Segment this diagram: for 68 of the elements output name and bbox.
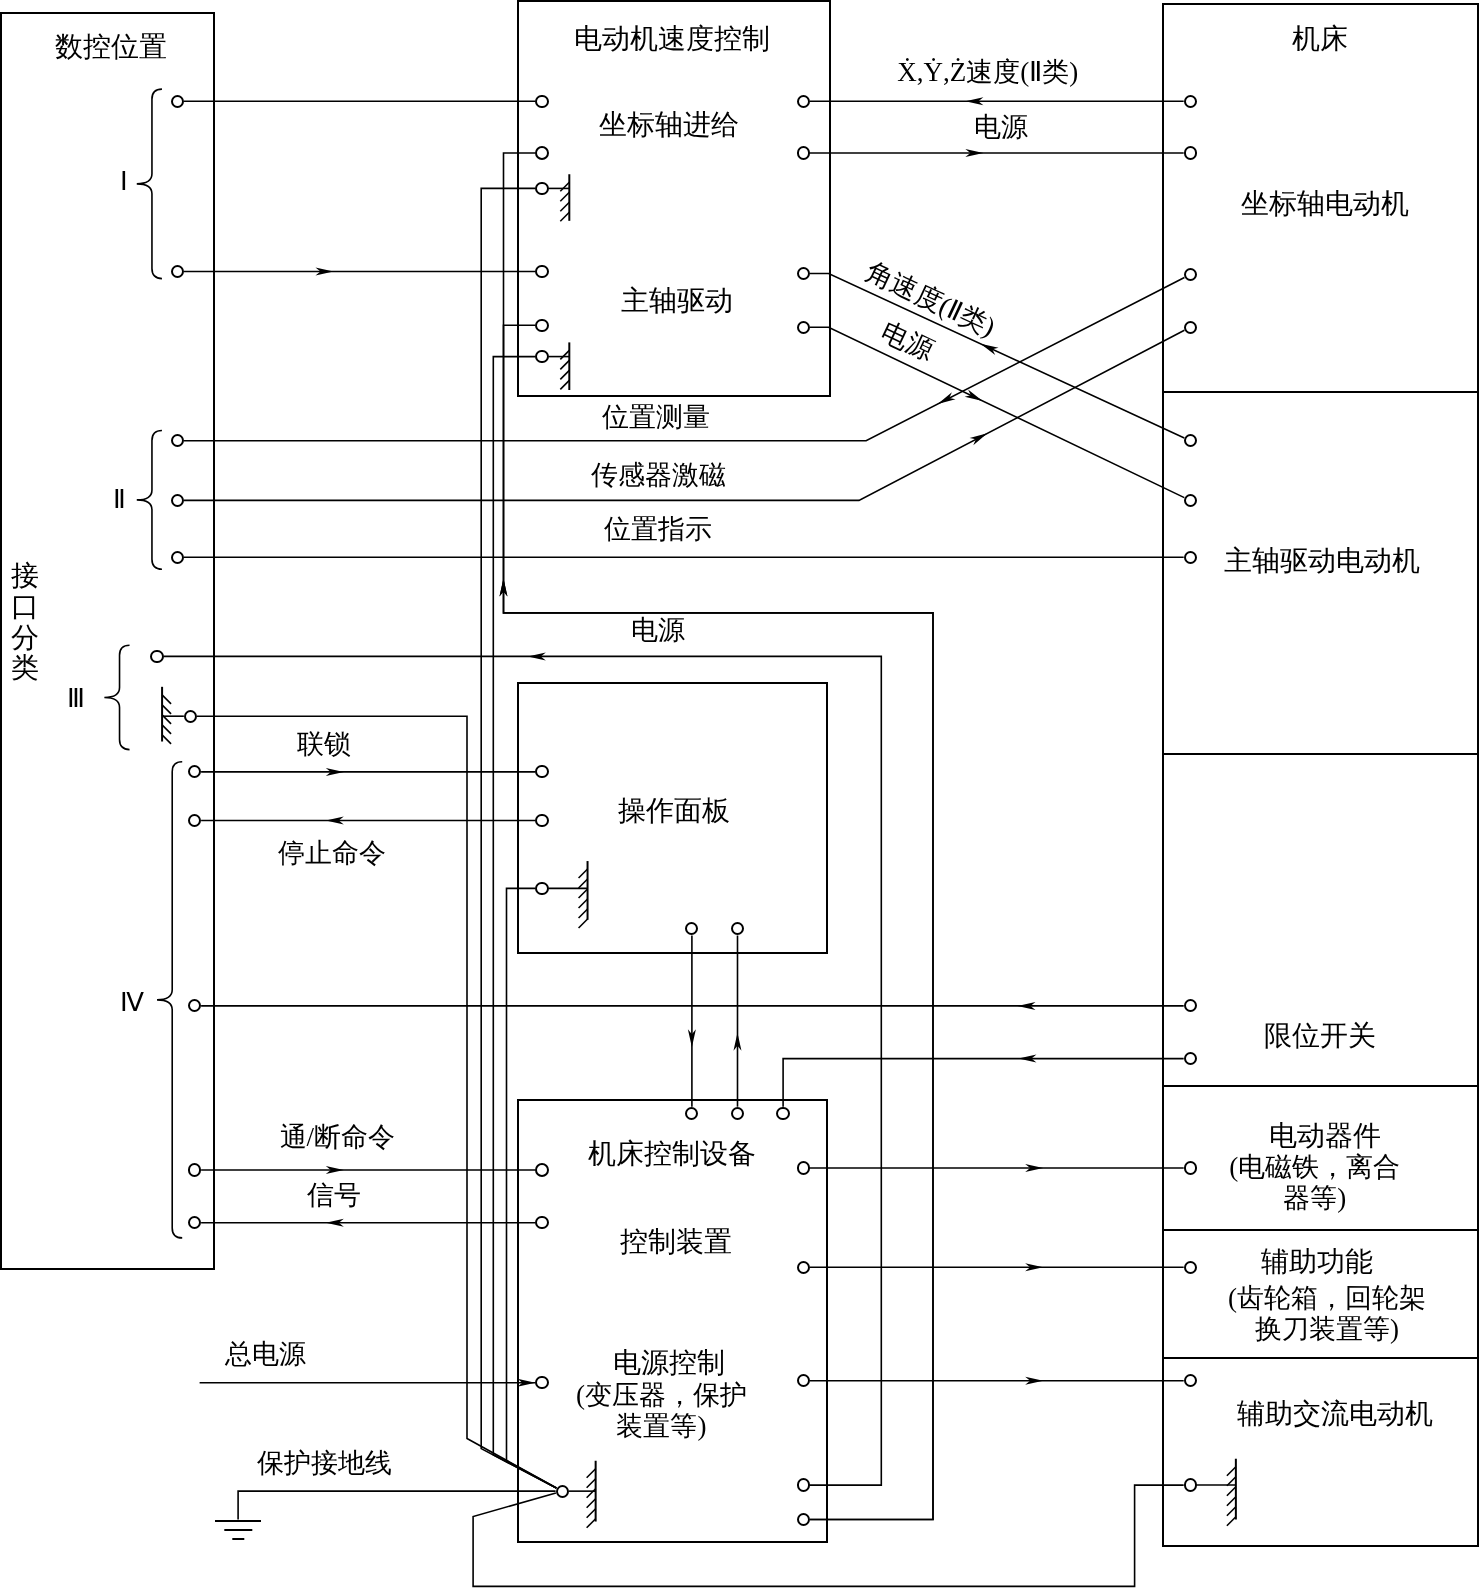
edge-label: 通/断命令: [279, 1120, 396, 1154]
edge-label: 停止命令: [278, 837, 387, 871]
edge-label: 电源: [631, 614, 686, 648]
group-numeral: Ⅱ: [113, 484, 127, 517]
earth-ground-symbol: [214, 1519, 262, 1542]
node-label: 电源控制: [612, 1346, 725, 1380]
group-numeral: Ⅲ: [66, 682, 85, 715]
connector-line: [472, 1484, 1185, 1588]
component-box: [0, 12, 215, 1271]
node-label: 机床控制设备: [587, 1136, 756, 1171]
arrow: [809, 148, 1185, 157]
arrow: [687, 934, 696, 1108]
node-label: 电动机速度控制: [573, 22, 770, 56]
component-box: [516, 1099, 828, 1543]
connector-line: [492, 355, 558, 1489]
edge-label: 电源: [875, 315, 939, 369]
edge-label: 联锁: [297, 727, 352, 761]
arrow: [198, 1378, 537, 1387]
node-label: 电动器件: [1269, 1118, 1381, 1153]
arrow: [809, 1164, 1185, 1172]
node-label: 机床: [1291, 22, 1348, 56]
component-box: [1161, 3, 1479, 1547]
arrow: [733, 934, 742, 1108]
node-label: 坐标轴电动机: [1241, 186, 1409, 221]
arrow: [809, 1376, 1185, 1385]
edge-label: Ẋ,Ẏ,Ż速度(Ⅱ类): [897, 56, 1079, 90]
edge-label: 位置指示: [604, 512, 713, 546]
group-numeral: Ⅳ: [119, 986, 144, 1019]
component-box: [516, 0, 831, 398]
edge-label: 电源: [973, 110, 1028, 144]
edge-label: 传感器激磁: [590, 459, 726, 493]
arrow: [162, 652, 883, 1486]
arrow: [200, 1001, 1185, 1010]
node-label: 辅助功能: [1260, 1244, 1373, 1279]
node-label: 坐标轴进给: [598, 107, 739, 142]
node-label: (电磁铁，离合器等): [1228, 1152, 1401, 1215]
connector-line: [183, 556, 1185, 558]
node-label: (齿轮箱，回轮架换刀装置等): [1227, 1282, 1427, 1345]
node-label: 主轴驱动电动机: [1223, 543, 1420, 578]
arrow: [183, 276, 1186, 442]
arrow: [200, 1166, 537, 1174]
group-numeral: Ⅰ: [119, 166, 128, 199]
arrow: [183, 329, 1186, 502]
connector-line: [505, 887, 558, 1489]
node-label: 操作面板: [617, 793, 730, 828]
connector-line: [183, 100, 537, 103]
arrow: [200, 1218, 537, 1227]
edge-label: 位置测量: [602, 401, 711, 435]
node-label: 辅助交流电动机: [1237, 1396, 1434, 1431]
arrow: [200, 767, 537, 776]
edge-label: 信号: [307, 1179, 362, 1213]
arrow: [809, 326, 1186, 499]
arrow: [809, 272, 1186, 439]
node-label: 接口分类: [11, 561, 40, 685]
arrow: [809, 97, 1185, 106]
arrow: [200, 816, 537, 825]
node-label: 主轴驱动: [620, 283, 733, 318]
node-label: 数控位置: [55, 29, 168, 64]
node-label: 限位开关: [1263, 1018, 1376, 1053]
arrow: [183, 267, 537, 276]
arrow: [809, 1263, 1185, 1272]
component-box: [516, 681, 828, 955]
connector-line: [237, 1490, 557, 1521]
node-label: (变压器，保护装置等): [575, 1380, 748, 1443]
arrow: [782, 1054, 1185, 1108]
edge-label: 总电源: [224, 1338, 306, 1372]
edge-label: 保护接地线: [256, 1446, 392, 1480]
node-label: 控制装置: [619, 1224, 732, 1259]
